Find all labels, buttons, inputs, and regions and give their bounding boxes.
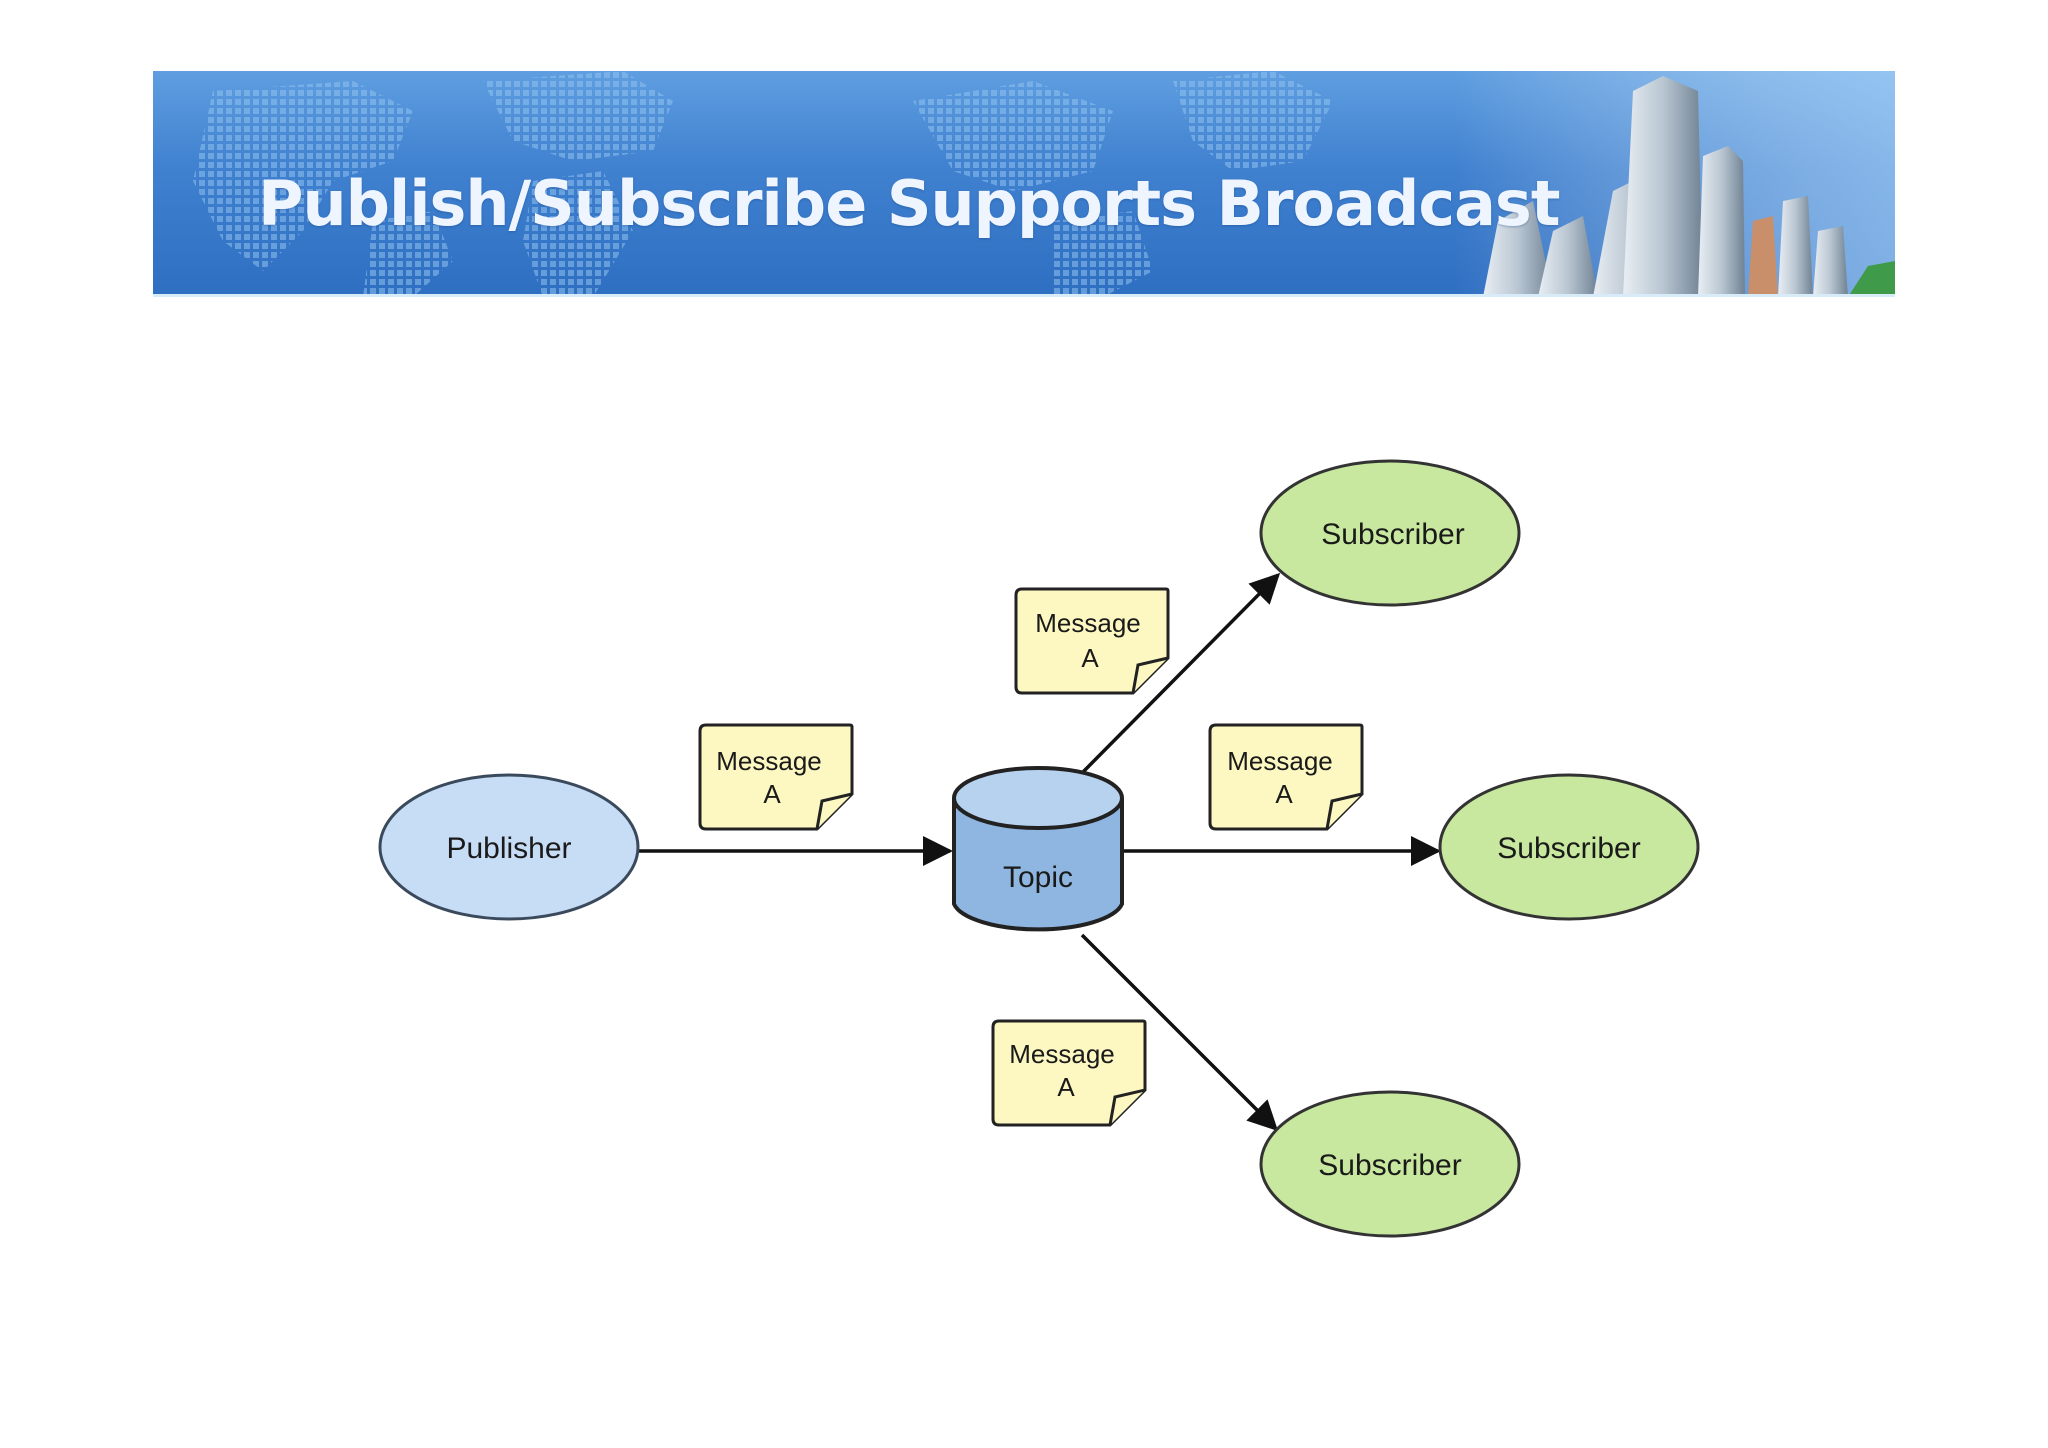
title-banner: Publish/Subscribe Supports Broadcast bbox=[153, 71, 1895, 297]
topic-node: Topic bbox=[952, 766, 1124, 932]
message-title: Message bbox=[1227, 746, 1333, 776]
message-note-top: Message A bbox=[1014, 587, 1170, 695]
message-id: A bbox=[1057, 1072, 1075, 1102]
message-title: Message bbox=[1009, 1039, 1115, 1069]
message-note-publisher: Message A bbox=[698, 723, 854, 831]
subscriber-label: Subscriber bbox=[1318, 1149, 1461, 1182]
message-id: A bbox=[1275, 779, 1293, 809]
message-note-bottom: Message A bbox=[991, 1019, 1147, 1127]
message-id: A bbox=[1081, 643, 1099, 673]
subscriber-label: Subscriber bbox=[1497, 832, 1640, 865]
arrow-topic-to-subscriber-bottom bbox=[1080, 933, 1279, 1132]
skyline-icon bbox=[1483, 76, 1895, 294]
subscriber-label: Subscriber bbox=[1321, 518, 1464, 551]
world-map-icon bbox=[193, 71, 1333, 294]
subscriber-node-top: Subscriber bbox=[1259, 459, 1521, 607]
subscriber-node-middle: Subscriber bbox=[1438, 773, 1700, 921]
banner-background-art bbox=[193, 71, 1895, 294]
message-id: A bbox=[763, 779, 781, 809]
message-title: Message bbox=[1035, 608, 1141, 638]
page-title: Publish/Subscribe Supports Broadcast bbox=[258, 167, 1560, 240]
topic-label: Topic bbox=[1003, 861, 1073, 894]
publisher-label: Publisher bbox=[446, 832, 571, 865]
message-title: Message bbox=[716, 746, 822, 776]
publisher-node: Publisher bbox=[378, 773, 640, 921]
subscriber-node-bottom: Subscriber bbox=[1259, 1090, 1521, 1238]
message-note-middle: Message A bbox=[1208, 723, 1364, 831]
arrow-topic-to-subscriber-top bbox=[1080, 572, 1281, 775]
